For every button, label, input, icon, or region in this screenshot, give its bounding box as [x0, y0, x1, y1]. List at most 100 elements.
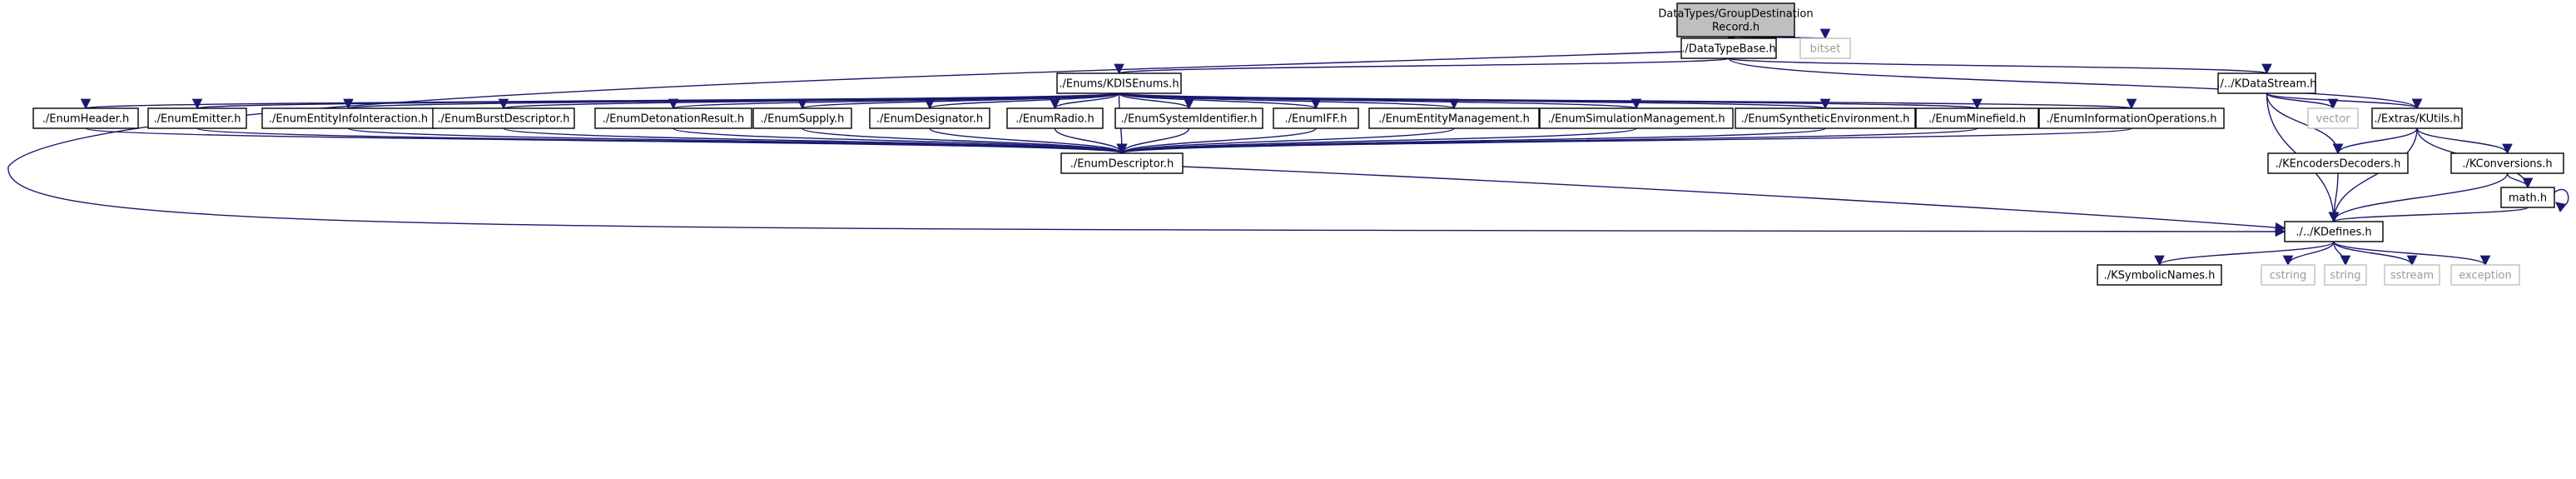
- edge-kdisenums-to-enumsysid: [1118, 92, 1194, 110]
- edge-kconversions-to-math: [2506, 172, 2534, 189]
- node-label-root: DataTypes/GroupDestination: [1658, 8, 1813, 21]
- node-label-string: string: [2330, 270, 2360, 282]
- node-enumentitymgmt[interactable]: ./EnumEntityManagement.h: [1368, 107, 1540, 129]
- edge-kdisenums-to-enumentitymgmt: [1118, 92, 1459, 110]
- node-box-enumburst: [432, 107, 575, 129]
- node-kdisenums[interactable]: ./Enums/KDISEnums.h: [1056, 72, 1182, 94]
- edge-enumdetonation-to-enumdescriptor: [673, 127, 1127, 155]
- node-label-enumentityinfo: ./EnumEntityInfoInteraction.h: [269, 113, 428, 126]
- node-enumminefield[interactable]: ./EnumMinefield.h: [1915, 107, 2039, 129]
- node-box-cstring: [2261, 264, 2315, 286]
- node-label-kutils: ./Extras/KUtils.h: [2374, 113, 2459, 126]
- node-box-enumentitymgmt: [1368, 107, 1540, 129]
- node-enumsimmgmt[interactable]: ./EnumSimulationManagement.h: [1539, 107, 1734, 129]
- edge-enumsupply-to-enumdescriptor: [802, 127, 1128, 155]
- edge-kutils-to-kdefines: [2328, 127, 2418, 223]
- node-box-string: [2324, 264, 2367, 286]
- node-box-enumsupply: [752, 107, 852, 129]
- node-enumsynthetic[interactable]: ./EnumSyntheticEnvironment.h: [1735, 107, 1916, 129]
- edge-kdefines-to-ksymbolic: [2154, 241, 2335, 267]
- node-label-enumdesignator: ./EnumDesignator.h: [876, 113, 983, 126]
- node-box-enumminefield: [1915, 107, 2039, 129]
- node-label-enumradio: ./EnumRadio.h: [1015, 113, 1094, 126]
- edge-kdefines-to-sstream: [2333, 241, 2418, 267]
- node-label-enumdetonation: ./EnumDetonationResult.h: [603, 113, 745, 126]
- edge-kconversions-to-kdefines: [2328, 172, 2509, 223]
- node-kdefines[interactable]: ./../KDefines.h: [2284, 221, 2384, 242]
- node-box-enumradio: [1006, 107, 1104, 129]
- edge-kdefines-to-exception: [2333, 241, 2491, 267]
- edge-kdisenums-to-enumiff: [1118, 92, 1321, 110]
- node-enumiff[interactable]: ./EnumIFF.h: [1273, 107, 1359, 129]
- node-box-kdefines: [2284, 221, 2384, 242]
- edge-kdatastream-to-kutils: [2266, 92, 2423, 110]
- node-enumsysid[interactable]: ./EnumSystemIdentifier.h: [1114, 107, 1263, 129]
- edge-kutils-to-kencoders: [2332, 127, 2418, 155]
- edge-datatypebase-to-kdefines: [7, 51, 2286, 237]
- node-kencoders[interactable]: ./KEncodersDecoders.h: [2267, 152, 2409, 174]
- node-box-enumentityinfo: [261, 107, 435, 129]
- node-label-exception: exception: [2459, 270, 2512, 282]
- node-box-math: [2500, 187, 2555, 208]
- node-box-kencoders: [2267, 152, 2409, 174]
- node-kutils[interactable]: ./Extras/KUtils.h: [2371, 107, 2463, 129]
- node-enuminfoops[interactable]: ./EnumInformationOperations.h: [2038, 107, 2225, 129]
- node-enumemitter[interactable]: ./EnumEmitter.h: [147, 107, 247, 129]
- node-math[interactable]: math.h: [2500, 187, 2555, 208]
- edge-enumminefield-to-enumdescriptor: [1117, 127, 1978, 155]
- node-kconversions[interactable]: ./KConversions.h: [2450, 152, 2564, 174]
- node-box-kdisenums: [1056, 72, 1182, 94]
- node-enumburst[interactable]: ./EnumBurstDescriptor.h: [432, 107, 575, 129]
- node-vector: vector: [2307, 107, 2359, 129]
- node-box-datatypebase: [1680, 37, 1777, 59]
- node-label-root: Record.h: [1712, 22, 1760, 34]
- edge-enumentitymgmt-to-enumdescriptor: [1117, 127, 1455, 155]
- node-label-cstring: cstring: [2270, 270, 2306, 282]
- node-enumdetonation[interactable]: ./EnumDetonationResult.h: [594, 107, 752, 129]
- node-string: string: [2324, 264, 2367, 286]
- node-bitset: bitset: [1799, 37, 1851, 59]
- node-box-enumsynthetic: [1735, 107, 1916, 129]
- node-label-vector: vector: [2315, 113, 2350, 126]
- node-label-enumsysid: ./EnumSystemIdentifier.h: [1120, 113, 1257, 126]
- node-box-enumdetonation: [594, 107, 752, 129]
- node-label-kconversions: ./KConversions.h: [2462, 158, 2552, 171]
- node-label-kdatastream: ./../KDataStream.h: [2216, 78, 2316, 91]
- node-label-kdisenums: ./Enums/KDISEnums.h: [1059, 78, 1179, 91]
- node-label-enuminfoops: ./EnumInformationOperations.h: [2047, 113, 2217, 126]
- node-label-enumemitter: ./EnumEmitter.h: [153, 113, 241, 126]
- edge-enumdesignator-to-enumdescriptor: [929, 127, 1128, 155]
- edge-kdefines-to-string: [2333, 241, 2351, 267]
- node-box-enumemitter: [147, 107, 247, 129]
- node-enumheader[interactable]: ./EnumHeader.h: [32, 107, 139, 129]
- edge-kdefines-to-cstring: [2282, 241, 2335, 267]
- edge-kdisenums-to-enumentityinfo: [344, 92, 1120, 110]
- node-datatypebase[interactable]: ./DataTypeBase.h: [1680, 37, 1777, 59]
- node-label-enumheader: ./EnumHeader.h: [42, 113, 129, 126]
- node-box-ksymbolic: [2097, 264, 2222, 286]
- node-label-bitset: bitset: [1810, 43, 1841, 56]
- node-enumdescriptor[interactable]: ./EnumDescriptor.h: [1060, 152, 1184, 174]
- node-ksymbolic[interactable]: ./KSymbolicNames.h: [2097, 264, 2222, 286]
- node-box-enumsimmgmt: [1539, 107, 1734, 129]
- node-enumdesignator[interactable]: ./EnumDesignator.h: [869, 107, 990, 129]
- edges-layer: [7, 28, 2569, 267]
- node-cstring: cstring: [2261, 264, 2315, 286]
- edge-kdatastream-to-vector: [2266, 92, 2339, 110]
- node-enumradio[interactable]: ./EnumRadio.h: [1006, 107, 1104, 129]
- node-box-sstream: [2384, 264, 2440, 286]
- node-box-kconversions: [2450, 152, 2564, 174]
- node-enumentityinfo[interactable]: ./EnumEntityInfoInteraction.h: [261, 107, 435, 129]
- node-label-enumsimmgmt: ./EnumSimulationManagement.h: [1547, 113, 1725, 126]
- edge-kdisenums-to-enumdesignator: [924, 92, 1120, 110]
- node-kdatastream[interactable]: ./../KDataStream.h: [2216, 72, 2317, 94]
- node-label-kdefines: ./../KDefines.h: [2296, 227, 2371, 239]
- edge-kdisenums-to-enumradio: [1050, 92, 1120, 110]
- edge-enuminfoops-to-enumdescriptor: [1117, 127, 2132, 155]
- node-box-kutils: [2371, 107, 2463, 129]
- node-label-enumsupply: ./EnumSupply.h: [761, 113, 845, 126]
- node-enumsupply[interactable]: ./EnumSupply.h: [752, 107, 852, 129]
- node-box-enuminfoops: [2038, 107, 2225, 129]
